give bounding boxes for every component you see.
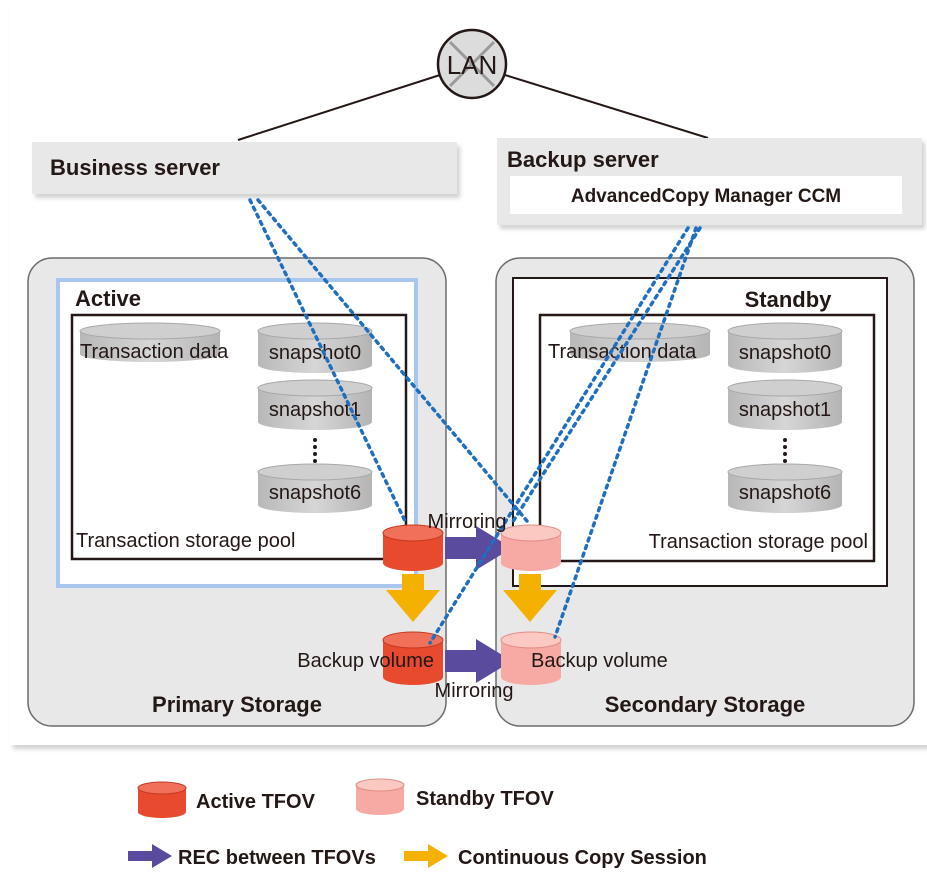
lan-backup-link <box>504 74 709 139</box>
backup-to-secondary-backup-line <box>553 226 698 639</box>
business-to-primary-line <box>248 198 408 525</box>
primary-active-transaction-volume <box>382 524 444 571</box>
primary-snapshot1-volume: snapshot1 <box>257 379 373 430</box>
secondary-backup-volume-label: Backup volume <box>531 650 668 672</box>
secondary-transaction-data-volume: Transaction data <box>548 322 711 363</box>
secondary-snapshot1-label: snapshot1 <box>739 399 831 421</box>
business-to-secondary-line <box>256 198 529 523</box>
lan-business-link <box>237 74 441 141</box>
ccm-label: AdvancedCopy Manager CCM <box>571 186 841 207</box>
primary-pool-label: Transaction storage pool <box>76 530 295 552</box>
primary-vertical-ellipsis <box>313 438 317 463</box>
rec-arrow-backup <box>445 639 512 683</box>
secondary-storage-label: Secondary Storage <box>605 692 806 717</box>
legend-rec-label: REC between TFOVs <box>178 847 376 869</box>
lan-label: LAN <box>447 50 498 80</box>
legend-active-tfov: Active TFOV <box>137 781 316 818</box>
secondary-standby-transaction-volume <box>500 524 562 571</box>
active-tfov-swatch-icon <box>138 788 186 818</box>
secondary-snapshot0-label: snapshot0 <box>739 342 831 364</box>
primary-snapshot0-label: snapshot0 <box>269 342 361 364</box>
primary-snapshot6-volume: snapshot6 <box>257 463 373 513</box>
ccs-arrow-swatch-icon <box>404 844 448 868</box>
primary-ccs-arrow <box>386 574 440 622</box>
legend-rec: REC between TFOVs <box>128 844 376 869</box>
primary-snapshot0-volume: snapshot0 <box>257 322 373 373</box>
secondary-snapshot6-volume: snapshot6 <box>727 463 843 513</box>
secondary-role: Standby <box>745 287 833 312</box>
secondary-snapshot1-volume: snapshot1 <box>727 379 843 430</box>
ccm-box <box>510 176 902 214</box>
mirroring-label-bottom: Mirroring <box>435 680 514 702</box>
primary-transaction-data-label: Transaction data <box>80 341 229 363</box>
primary-active-backup-volume <box>382 631 444 685</box>
legend-active-tfov-label: Active TFOV <box>196 791 316 813</box>
primary-transaction-data-volume: Transaction data <box>79 322 229 363</box>
legend-standby-tfov: Standby TFOV <box>355 778 554 815</box>
rec-arrow-transaction <box>445 526 512 570</box>
primary-backup-volume-label: Backup volume <box>297 650 434 672</box>
rec-arrow-swatch-icon <box>128 844 172 868</box>
legend-ccs: Continuous Copy Session <box>404 844 707 869</box>
backup-to-primary-backup-line <box>428 226 690 645</box>
primary-snapshot1-label: snapshot1 <box>269 399 361 421</box>
server-connection-lines <box>248 198 702 645</box>
business-server-label: Business server <box>50 155 220 180</box>
legend-ccs-label: Continuous Copy Session <box>458 847 707 869</box>
secondary-snapshot0-volume: snapshot0 <box>727 322 843 373</box>
mirroring-label-top: Mirroring <box>428 511 507 533</box>
legend: Active TFOV Standby TFOV REC between TFO… <box>128 778 707 869</box>
secondary-ccs-arrow <box>503 574 557 622</box>
secondary-snapshot6-label: snapshot6 <box>739 482 831 504</box>
backup-to-secondary-line <box>510 226 702 525</box>
primary-role: Active <box>75 286 141 311</box>
standby-tfov-swatch-icon <box>356 785 404 815</box>
business-server <box>32 142 457 194</box>
lan-node: LAN <box>436 28 508 100</box>
secondary-standby-backup-volume <box>500 631 562 685</box>
secondary-pool-label: Transaction storage pool <box>649 531 868 553</box>
primary-snapshot6-label: snapshot6 <box>269 482 361 504</box>
backup-server-label: Backup server <box>507 147 659 172</box>
legend-standby-tfov-label: Standby TFOV <box>416 788 554 810</box>
primary-storage-label: Primary Storage <box>152 692 322 717</box>
secondary-vertical-ellipsis <box>783 438 787 463</box>
